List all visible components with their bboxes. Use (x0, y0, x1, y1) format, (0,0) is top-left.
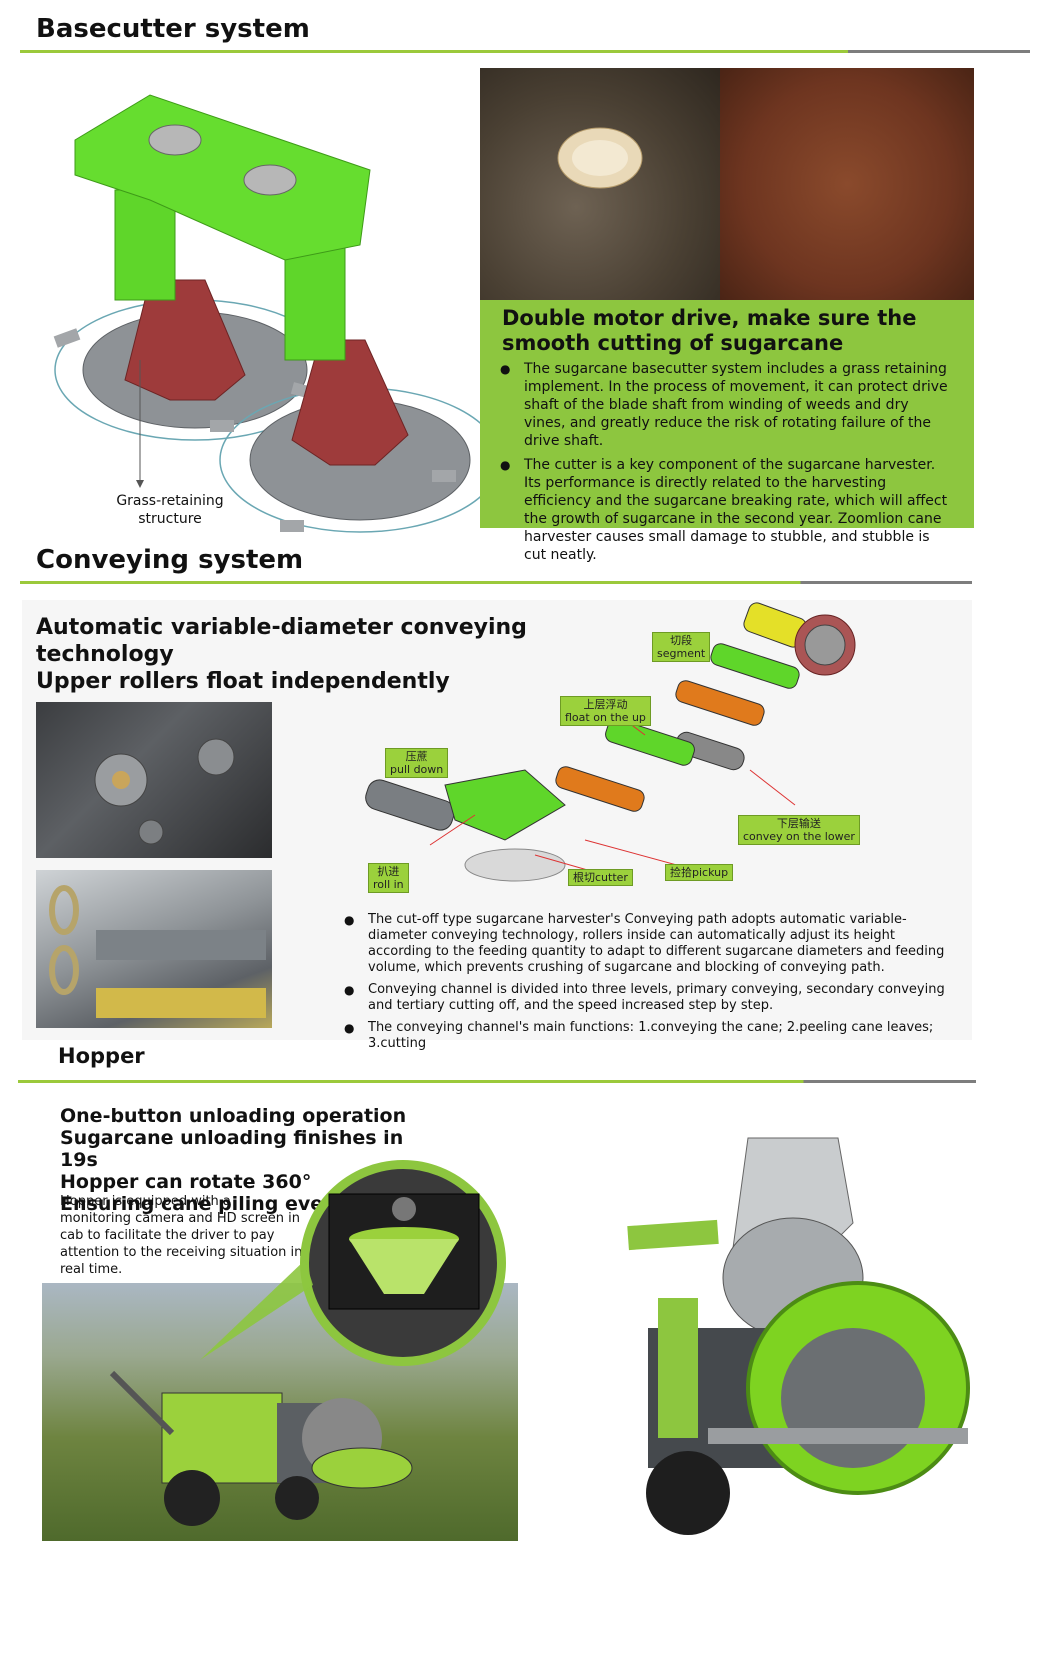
basecutter-rule (20, 50, 1030, 53)
tag-roll-en: roll in (373, 878, 404, 891)
conveying-photo-rollers-svg (94, 738, 235, 845)
hopper-machine-photo-svg (627, 1137, 970, 1535)
conveying-bullet-1: The cut-off type sugarcane harvester's C… (344, 912, 948, 976)
conveying-photo-rollers (36, 702, 272, 858)
pickup-frame (444, 769, 566, 841)
stubble-photo-left-svg (557, 127, 643, 189)
hopper-body-line2: monitoring camera and HD screen in (60, 1211, 301, 1226)
tag-pickup: 捡拾pickup (665, 864, 734, 881)
stubble-photo-left (480, 68, 720, 300)
grass-retaining-label-line1: Grass-retaining (116, 493, 224, 509)
basecutter-panel-heading: Double motor drive, make sure the smooth… (502, 306, 962, 356)
tag-lower-cn: 下层输送 (776, 817, 821, 830)
basecutter-panel-heading-line2: smooth cutting of sugarcane (502, 331, 844, 355)
hopper-field-photo (42, 1283, 518, 1541)
right-cone (291, 339, 409, 466)
roller-segment (743, 602, 856, 676)
tag-float: 上层浮动 float on the up (560, 696, 651, 726)
hopper-body-line4: attention to the receiving situation in (60, 1245, 303, 1260)
tag-pull-down: 压蔗 pull down (385, 748, 449, 778)
hopper-body-line5: real time. (60, 1262, 123, 1277)
basecutter-bullets: The sugarcane basecutter system includes… (500, 360, 952, 570)
roller-green-top (710, 643, 800, 689)
roller-green-mid (605, 718, 695, 766)
tag-segment: 切段 segment (652, 632, 711, 662)
tag-pull-cn: 压蔗 (405, 750, 428, 763)
tag-segment-cn: 切段 (670, 634, 693, 647)
left-column (114, 189, 176, 301)
hopper-heading-line2: Sugarcane unloading finishes in 19s (60, 1127, 404, 1171)
conveying-bullet-2: Conveying channel is divided into three … (344, 982, 948, 1014)
hopper-title: Hopper (58, 1044, 145, 1068)
camera-inset-svg (328, 1193, 480, 1310)
conveying-heading-line1: Automatic variable-diameter conveying te… (36, 615, 527, 667)
conveying-photo-channel (36, 870, 272, 1028)
grass-retaining-label: Grass-retaining structure (100, 492, 240, 528)
tag-cutter: 根切cutter (568, 869, 633, 886)
basecutter-bullet-1: The sugarcane basecutter system includes… (500, 360, 952, 450)
tag-float-en: float on the up (565, 711, 646, 724)
stubble-photo-right (720, 68, 974, 300)
basecutter-title: Basecutter system (36, 14, 310, 44)
tag-roll-cn: 扒进 (377, 865, 400, 878)
hopper-field-photo-svg (109, 1370, 413, 1526)
conveying-heading-line2: Upper rollers float independently (36, 669, 450, 694)
basecutter-bullet-2: The cutter is a key component of the sug… (500, 456, 952, 564)
tag-lower-en: convey on the lower (743, 830, 855, 843)
tag-segment-en: segment (657, 647, 706, 660)
right-motor (243, 164, 297, 196)
hopper-heading-line1: One-button unloading operation (60, 1105, 407, 1127)
hopper-rule (18, 1080, 976, 1083)
hopper-heading-line3: Hopper can rotate 360° (60, 1171, 312, 1193)
conveying-title: Conveying system (36, 545, 304, 575)
conveying-photo-channel-svg (49, 885, 266, 1018)
hopper-body-line1: Hopper is equipped with a (60, 1194, 231, 1209)
basecutter-panel-heading-line1: Double motor drive, make sure the (502, 306, 917, 330)
conveying-bullet-3: The conveying channel's main functions: … (344, 1020, 948, 1052)
hopper-body: Hopper is equipped with a monitoring cam… (60, 1193, 310, 1278)
tag-roll-in: 扒进 roll in (368, 863, 409, 893)
right-column (284, 239, 346, 361)
hopper-heading: One-button unloading operation Sugarcane… (60, 1105, 420, 1215)
camera-inset (300, 1160, 506, 1366)
hopper-heading-line4: Ensuring cane piling evenly (60, 1193, 356, 1215)
roller-orange-low (555, 766, 645, 812)
tag-convey-lower: 下层输送 convey on the lower (738, 815, 860, 845)
conveying-bullets: The cut-off type sugarcane harvester's C… (344, 912, 948, 1051)
grass-retaining-label-line2: structure (138, 511, 202, 527)
conveying-heading: Automatic variable-diameter conveying te… (36, 614, 636, 695)
tag-pull-en: pull down (390, 763, 444, 776)
tag-float-cn: 上层浮动 (583, 698, 628, 711)
basecutter-diagram-svg (53, 94, 501, 533)
top-plate (74, 94, 371, 261)
basecutter-diagram (30, 80, 501, 550)
hopper-machine-photo (627, 1128, 976, 1548)
conveying-rule (20, 581, 972, 584)
basecutter-info-panel: Double motor drive, make sure the smooth… (480, 300, 974, 563)
cutter-base (464, 848, 566, 882)
roller-orange-top (675, 680, 765, 726)
left-motor (148, 124, 202, 156)
left-cone (124, 279, 246, 401)
camera-pointer (200, 1260, 313, 1360)
hopper-body-line3: cab to facilitate the driver to pay (60, 1228, 275, 1243)
roll-in-roller (365, 779, 455, 831)
